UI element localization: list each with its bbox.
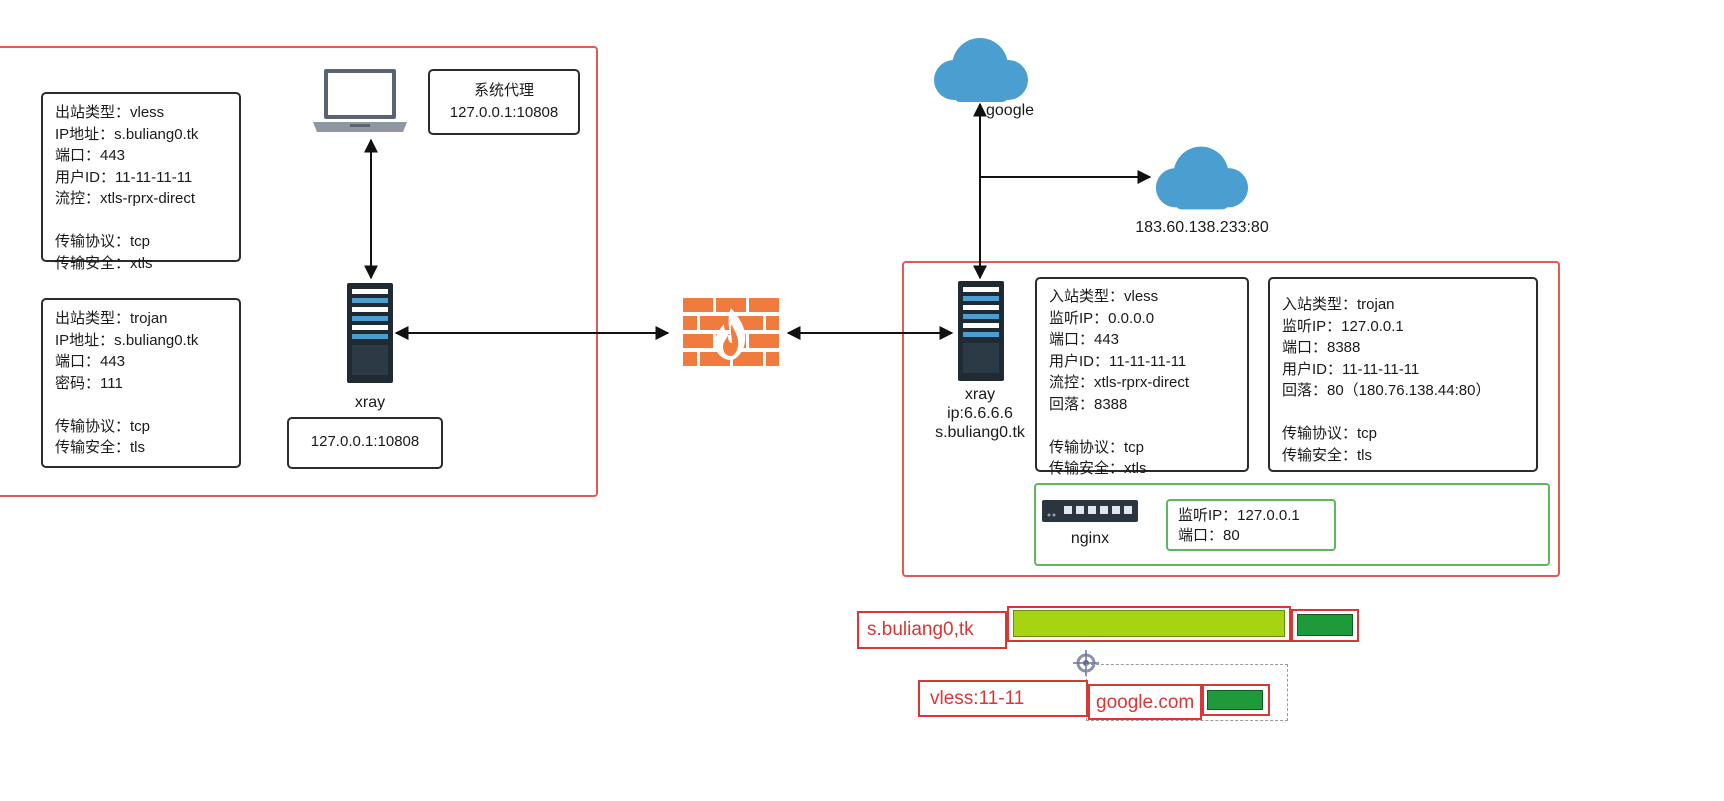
outbound-password: 密码：111: [55, 374, 123, 392]
inbound-flow: 流控：xtls-rprx-direct: [1049, 374, 1190, 391]
outbound-security: 传输安全：xtls: [55, 254, 153, 272]
outbound-trojan-box: 出站类型：trojan IP地址：s.buliang0.tk 端口：443 密码…: [41, 298, 241, 468]
packet-payload-bar: [1013, 610, 1285, 637]
inner-domain: google.com: [1088, 684, 1202, 720]
packet-header-domain: s.buliang0,tk: [857, 611, 1007, 649]
inbound-port: 端口：8388: [1282, 339, 1361, 356]
nginx-region: [1034, 483, 1550, 566]
inbound-trojan-box: 入站类型：trojan 监听IP：127.0.0.1 端口：8388 用户ID：…: [1268, 277, 1538, 472]
nginx-listen-box: 监听IP：127.0.0.1 端口：80: [1166, 499, 1336, 551]
server-region: [902, 261, 1560, 577]
outbound-port: 端口：443: [55, 147, 126, 164]
inbound-fallback: 回落：80（180.76.138.44:80）: [1282, 382, 1491, 399]
server-icon: [958, 281, 1004, 381]
outbound-type: 出站类型：trojan: [55, 310, 168, 327]
outbound-address: IP地址：s.buliang0.tk: [55, 125, 199, 143]
outbound-user-id: 用户ID：11-11-11-11: [55, 168, 193, 186]
nginx-listen-port: 端口：80: [1178, 527, 1240, 544]
outbound-flow: 流控：xtls-rprx-direct: [55, 190, 196, 207]
nginx-listen-ip: 监听IP：127.0.0.1: [1178, 507, 1300, 524]
inbound-listen: 监听IP：0.0.0.0: [1049, 309, 1155, 327]
system-proxy-box: 系统代理 127.0.0.1:10808: [428, 69, 580, 135]
outbound-type: 出站类型：vless: [55, 104, 165, 121]
spacer: [55, 394, 227, 416]
packet-tail-bar: [1297, 614, 1353, 636]
inbound-port: 端口：443: [1049, 331, 1120, 348]
local-listen-box: 127.0.0.1:10808: [287, 417, 443, 469]
client-region: [0, 46, 598, 497]
client-xray-label: xray: [354, 394, 386, 411]
inbound-network: 传输协议：tcp: [1049, 438, 1145, 456]
nginx-label: nginx: [1070, 530, 1110, 547]
target-address-label: 183.60.138.233:80: [1135, 219, 1269, 236]
server-icon: [347, 283, 393, 383]
spacer: [1049, 415, 1235, 437]
inbound-security: 传输安全：tls: [1282, 446, 1373, 464]
switch-icon: [1042, 500, 1138, 522]
packet-tail-frame: [1291, 609, 1359, 642]
outbound-port: 端口：443: [55, 353, 126, 370]
inner-tail-frame: [1202, 684, 1270, 716]
inbound-fallback: 回落：8388: [1049, 395, 1128, 413]
packet-payload-frame: [1007, 606, 1291, 642]
cloud-icon: [1155, 146, 1249, 210]
inbound-type: 入站类型：vless: [1049, 288, 1159, 305]
spacer: [55, 210, 227, 232]
inbound-security: 传输安全：xtls: [1049, 460, 1147, 477]
inbound-type: 入站类型：trojan: [1282, 296, 1395, 313]
system-proxy-title: 系统代理: [473, 82, 534, 99]
server-xray-ip: ip:6.6.6.6: [947, 405, 1013, 422]
outbound-vless-box: 出站类型：vless IP地址：s.buliang0.tk 端口：443 用户I…: [41, 92, 241, 272]
google-label: google: [986, 102, 1035, 119]
inbound-user-id: 用户ID：11-11-11-11: [1282, 360, 1420, 378]
outbound-address: IP地址：s.buliang0.tk: [55, 331, 199, 349]
spacer: [1282, 402, 1524, 424]
cloud-icon: [934, 38, 1028, 102]
system-proxy-address: 127.0.0.1:10808: [449, 103, 559, 121]
inbound-network: 传输协议：tcp: [1282, 425, 1378, 442]
outbound-network: 传输协议：tcp: [55, 233, 151, 250]
firewall-icon: [683, 298, 779, 366]
local-listen-address: 127.0.0.1:10808: [310, 433, 420, 450]
inbound-user-id: 用户ID：11-11-11-11: [1049, 352, 1187, 370]
server-xray-domain: s.buliang0.tk: [935, 424, 1025, 441]
inbound-listen: 监听IP：127.0.0.1: [1282, 317, 1404, 335]
laptop-icon: [313, 69, 407, 132]
inbound-vless-box: 入站类型：vless 监听IP：0.0.0.0 端口：443 用户ID：11-1…: [1035, 277, 1249, 477]
inner-tail-bar: [1207, 690, 1263, 710]
packet-header-user: vless:11-11: [918, 680, 1088, 717]
outbound-network: 传输协议：tcp: [55, 417, 151, 435]
server-xray-label: xray ip:6.6.6.6 s.buliang0.tk: [920, 385, 1040, 442]
server-xray-name: xray: [964, 386, 996, 403]
outbound-security: 传输安全：tls: [55, 439, 146, 456]
